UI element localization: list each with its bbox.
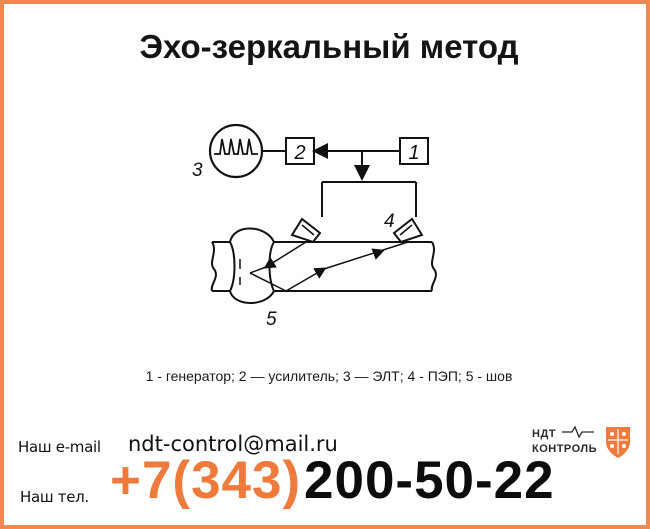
- amplifier-label: 2: [293, 142, 305, 164]
- echo-mirror-diagram: 2 1 4: [192, 123, 437, 330]
- crt-display: [208, 123, 264, 179]
- weld-seam: [228, 227, 276, 304]
- generator-label: 1: [408, 142, 419, 164]
- logo-text-line1: НДТ: [532, 428, 556, 440]
- transducer-right: [392, 217, 424, 244]
- logo-text-line2: КОНТРОЛЬ: [532, 443, 597, 455]
- weld-label: 5: [266, 309, 277, 330]
- diagram-caption: 1 - генератор; 2 — усилитель; 3 — ЭЛТ; 4…: [145, 368, 513, 384]
- generator-box: 1: [399, 137, 429, 165]
- transducer-label: 4: [384, 211, 395, 232]
- transducer-left: [290, 217, 322, 244]
- crt-label: 3: [192, 160, 203, 181]
- beam-paths: [249, 241, 409, 292]
- phone-code[interactable]: +7(343): [110, 451, 302, 510]
- shield-icon: [606, 427, 630, 458]
- company-logo: НДТ КОНТРОЛЬ: [532, 425, 630, 458]
- phone-label: Наш тел.: [20, 488, 89, 506]
- slide-title: Эхо-зеркальный метод: [139, 28, 519, 65]
- signal-lines: [312, 143, 417, 217]
- email-link[interactable]: ndt-control@mail.ru: [128, 432, 338, 456]
- pulse-line-icon: [562, 425, 594, 439]
- email-label: Наш e-mail: [18, 438, 101, 456]
- phone-number[interactable]: 200-50-22: [304, 451, 555, 510]
- amplifier-box: 2: [285, 137, 315, 165]
